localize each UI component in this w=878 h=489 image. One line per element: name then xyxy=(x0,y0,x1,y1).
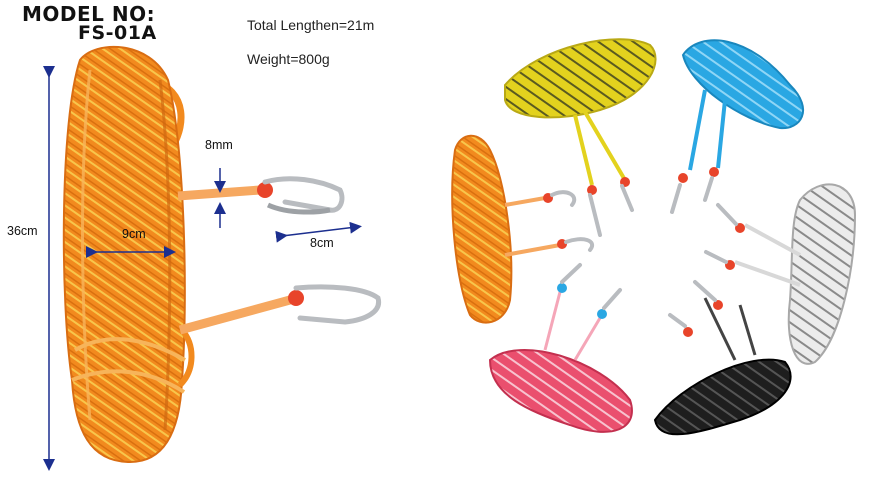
hook-length-dimension-arrow xyxy=(275,221,362,243)
yellow-rope-variant xyxy=(504,38,657,237)
blue-rope-variant xyxy=(670,39,804,214)
main-orange-rope-coil xyxy=(62,45,195,464)
hook-length-label: 8cm xyxy=(310,236,334,250)
upper-lanyard xyxy=(177,176,345,215)
model-label: MODEL NO: xyxy=(22,2,156,26)
total-length-spec: Total Lengthen=21m xyxy=(247,17,375,33)
pink-rope-variant xyxy=(488,263,633,433)
white-rope-variant xyxy=(704,183,857,365)
diameter-label: 8mm xyxy=(205,138,233,152)
black-rope-variant xyxy=(653,280,792,436)
model-number: FS-01A xyxy=(78,22,157,44)
lower-lanyard xyxy=(178,284,382,335)
weight-spec: Weight=800g xyxy=(247,51,330,67)
width-label: 9cm xyxy=(122,227,146,241)
height-label: 36cm xyxy=(7,224,38,238)
orange-rope-variant xyxy=(451,134,594,324)
